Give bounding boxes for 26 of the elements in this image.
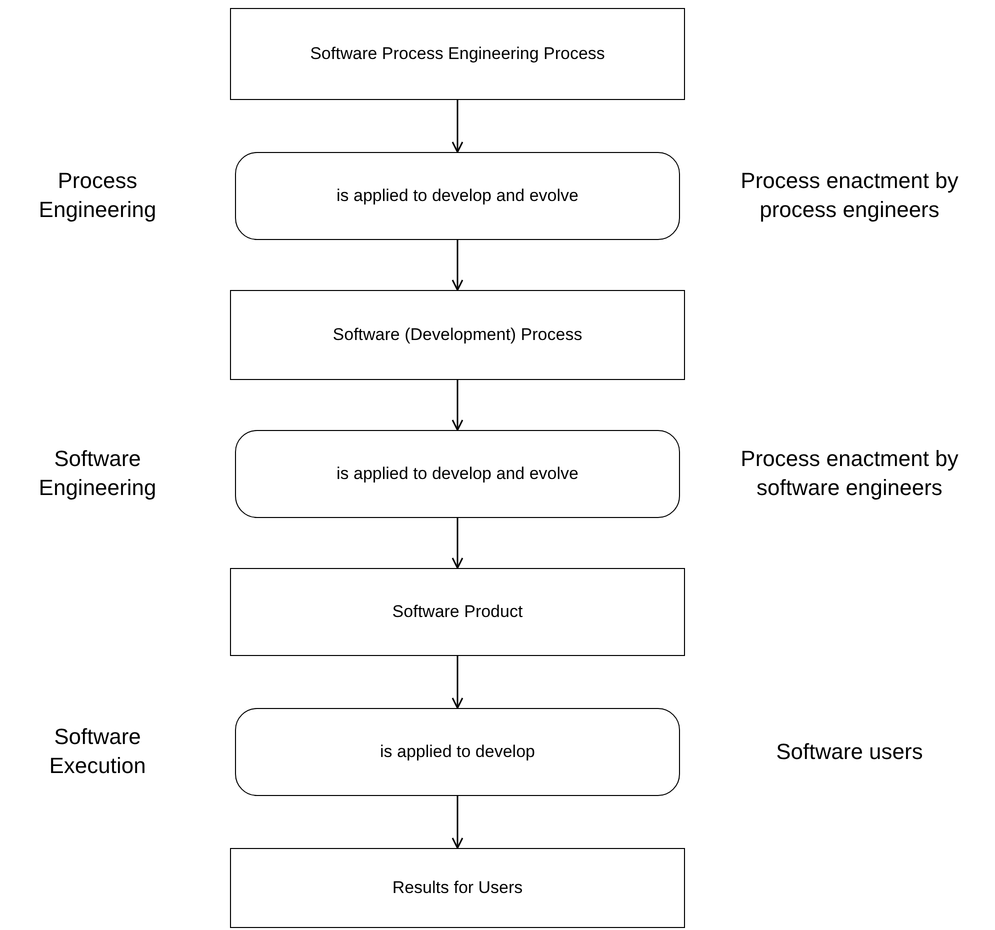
arrow bbox=[452, 518, 464, 569]
side-label: Software users bbox=[775, 738, 924, 766]
process-box bbox=[230, 8, 685, 100]
side-label: Process enactment by software engineers bbox=[740, 445, 960, 502]
process-box bbox=[230, 568, 685, 656]
side-label: Process enactment by process engineers bbox=[740, 167, 960, 224]
box-text: is applied to develop bbox=[380, 742, 535, 762]
side-label: Process Engineering bbox=[38, 167, 158, 224]
arrow bbox=[452, 240, 464, 291]
box-text: is applied to develop and evolve bbox=[336, 464, 578, 484]
side-label: Software Engineering bbox=[38, 445, 158, 502]
arrow bbox=[452, 380, 464, 431]
box-text: is applied to develop and evolve bbox=[336, 186, 578, 206]
rounded-step-box bbox=[235, 430, 680, 518]
process-box bbox=[230, 290, 685, 380]
box-text: Software (Development) Process bbox=[332, 325, 582, 345]
rounded-step-box bbox=[235, 152, 680, 240]
box-text: Software Product bbox=[392, 602, 523, 622]
arrow bbox=[452, 100, 464, 153]
side-label: Software Execution bbox=[48, 723, 147, 780]
process-box bbox=[230, 848, 685, 928]
rounded-step-box bbox=[235, 708, 680, 796]
arrow bbox=[452, 656, 464, 709]
arrow bbox=[452, 796, 464, 849]
box-text: Results for Users bbox=[392, 878, 523, 898]
box-text: Software Process Engineering Process bbox=[310, 44, 605, 64]
